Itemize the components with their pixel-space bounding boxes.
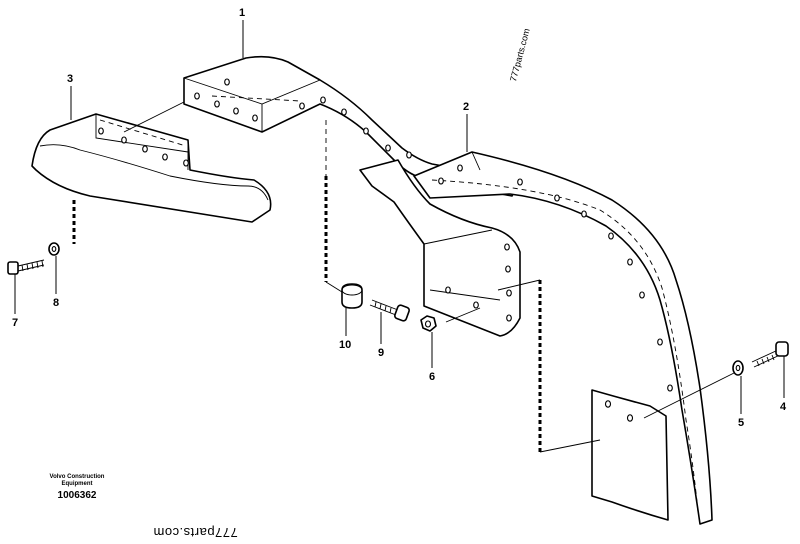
callout-10: 10 xyxy=(339,308,351,351)
part-8-washer xyxy=(48,242,60,256)
part-3-front-fender xyxy=(31,101,272,223)
part-5-washer xyxy=(732,360,744,376)
callout-1: 1 xyxy=(239,7,245,58)
mud-flap xyxy=(591,389,669,521)
callout-4: 4 xyxy=(780,356,787,413)
part-7-bolt xyxy=(7,259,45,275)
part-6-nut xyxy=(420,315,437,332)
callout-2: 2 xyxy=(463,101,469,152)
part-2-fender xyxy=(413,151,713,525)
svg-text:3: 3 xyxy=(67,73,73,85)
svg-text:10: 10 xyxy=(339,339,351,351)
part-10-spacer xyxy=(341,283,363,309)
svg-text:7: 7 xyxy=(12,317,18,329)
svg-text:1: 1 xyxy=(239,7,245,19)
svg-text:6: 6 xyxy=(429,371,435,383)
svg-text:2: 2 xyxy=(463,101,469,113)
callout-3: 3 xyxy=(67,73,73,120)
part-1-bracket xyxy=(183,55,521,197)
callout-9: 9 xyxy=(378,312,384,359)
svg-text:8: 8 xyxy=(53,297,59,309)
watermark-bottom: 777parts.com xyxy=(153,525,238,540)
assembly-lines xyxy=(72,120,737,453)
company-label: Volvo Construction Equipment xyxy=(49,474,105,487)
callout-7: 7 xyxy=(12,274,18,329)
title-plate: Volvo Construction Equipment 1006362 xyxy=(22,474,132,501)
part-1-support-arm xyxy=(359,159,521,337)
drawing-number: 1006362 xyxy=(57,490,97,501)
callout-8: 8 xyxy=(53,256,59,309)
svg-text:5: 5 xyxy=(738,417,744,429)
callout-6: 6 xyxy=(429,332,435,383)
callout-5: 5 xyxy=(738,376,744,429)
svg-text:4: 4 xyxy=(780,401,787,413)
part-4-bolt xyxy=(751,341,789,368)
svg-text:9: 9 xyxy=(378,347,384,359)
part-9-bolt xyxy=(369,299,410,322)
